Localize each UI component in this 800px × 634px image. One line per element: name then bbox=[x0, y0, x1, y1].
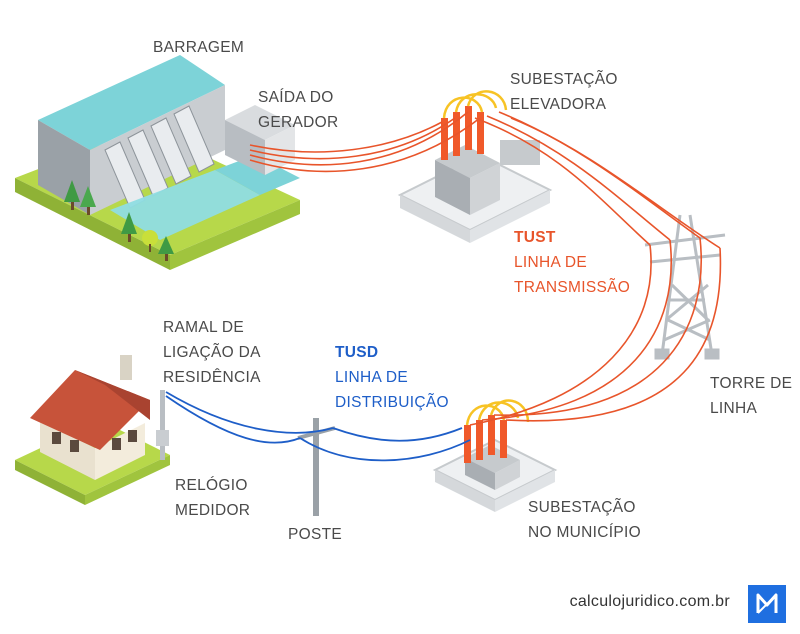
label-linha-distribuicao-line-2: DISTRIBUIÇÃO bbox=[335, 394, 449, 411]
distribution-line bbox=[165, 391, 471, 462]
label-torre-linha-line-1: TORRE DE bbox=[710, 375, 793, 392]
label-subestacao-municipio-line-1: SUBESTAÇÃO bbox=[528, 499, 636, 516]
meter-pole bbox=[156, 390, 169, 460]
generator-to-substation-wires bbox=[249, 111, 481, 173]
label-relogio-line-1: RELÓGIO bbox=[175, 477, 248, 494]
label-poste: POSTE bbox=[288, 522, 342, 547]
label-subestacao-municipio-line-2: NO MUNICÍPIO bbox=[528, 524, 641, 541]
transmission-tower bbox=[644, 214, 726, 360]
label-subestacao-elevadora: SUBESTAÇÃO ELEVADORA bbox=[510, 67, 618, 117]
house bbox=[15, 355, 170, 505]
label-poste-text: POSTE bbox=[288, 526, 343, 543]
label-tust-block: TUST LINHA DE TRANSMISSÃO bbox=[514, 225, 630, 300]
label-subestacao-elevadora-line-1: SUBESTAÇÃO bbox=[510, 71, 618, 88]
label-saida-gerador: SAÍDA DO GERADOR bbox=[258, 85, 338, 135]
label-ramal-line-3: RESIDÊNCIA bbox=[163, 369, 261, 386]
label-barragem-text: BARRAGEM bbox=[153, 39, 245, 56]
calculo-juridico-logo-icon[interactable] bbox=[748, 585, 786, 623]
label-relogio: RELÓGIO MEDIDOR bbox=[175, 473, 250, 523]
label-torre-linha-line-2: LINHA bbox=[710, 400, 758, 417]
brand-site[interactable]: calculojuridico.com.br bbox=[569, 593, 730, 610]
label-saida-gerador-line-1: SAÍDA DO bbox=[258, 89, 334, 106]
label-ramal: RAMAL DE LIGAÇÃO DA RESIDÊNCIA bbox=[163, 315, 261, 390]
label-ramal-line-1: RAMAL DE bbox=[163, 319, 245, 336]
label-relogio-line-2: MEDIDOR bbox=[175, 502, 251, 519]
label-barragem: BARRAGEM bbox=[153, 35, 244, 60]
label-subestacao-municipio: SUBESTAÇÃO NO MUNICÍPIO bbox=[528, 495, 641, 545]
substation-step-up bbox=[397, 90, 553, 243]
label-linha-transmissao-line-1: LINHA DE bbox=[514, 254, 588, 271]
label-tusd: TUSD bbox=[335, 344, 379, 361]
substation-municipal bbox=[432, 399, 558, 512]
label-saida-gerador-line-2: GERADOR bbox=[258, 114, 339, 131]
label-torre-linha: TORRE DE LINHA bbox=[710, 371, 792, 421]
label-tust: TUST bbox=[514, 229, 556, 246]
label-subestacao-elevadora-line-2: ELEVADORA bbox=[510, 96, 607, 113]
label-tusd-block: TUSD LINHA DE DISTRIBUIÇÃO bbox=[335, 340, 449, 415]
transmission-line bbox=[469, 111, 722, 426]
label-ramal-line-2: LIGAÇÃO DA bbox=[163, 344, 261, 361]
dam bbox=[15, 55, 300, 270]
label-linha-transmissao-line-2: TRANSMISSÃO bbox=[514, 279, 631, 296]
label-linha-distribuicao-line-1: LINHA DE bbox=[335, 369, 409, 386]
